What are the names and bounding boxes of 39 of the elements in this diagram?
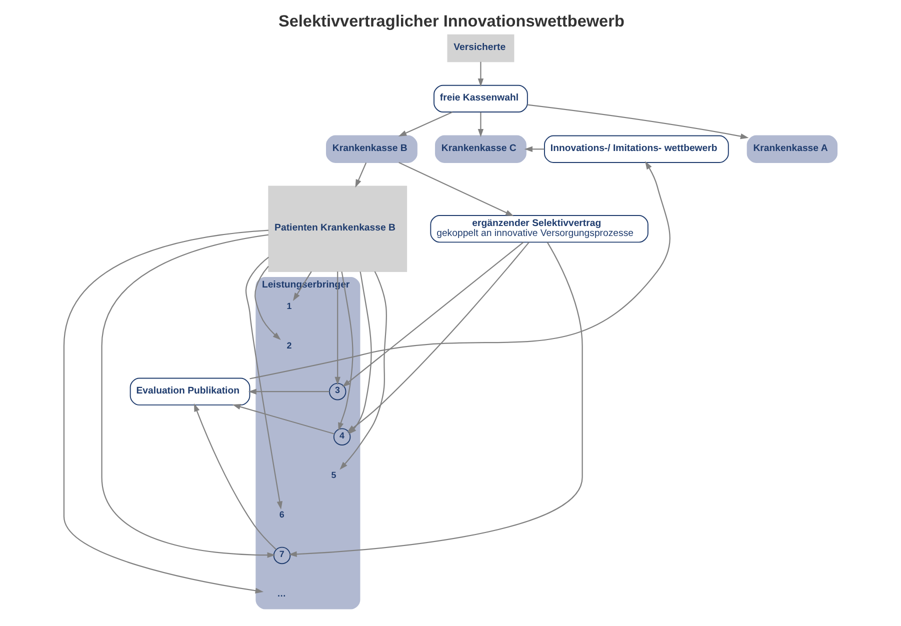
arrow [245, 256, 282, 510]
node-circle: 7 [273, 546, 291, 564]
node-box: ergänzender Selektivvertrag gekoppelt an innovative Versorgungsprozesse [430, 215, 648, 243]
node-box: Patienten Krankenkasse B [268, 186, 408, 272]
arrow [528, 104, 749, 140]
arrow [232, 404, 335, 434]
diagram-title: Selektivvertraglicher Innovationswettbewerb [278, 12, 624, 30]
arrow [355, 162, 367, 188]
node-text: 1 [286, 300, 292, 311]
node-box: Innovations-/ Imitations- wettbewerb [544, 135, 729, 163]
arrow [398, 162, 514, 216]
arrow [478, 112, 484, 138]
arrow [478, 62, 484, 87]
node-text: 6 [279, 509, 284, 520]
node-text: 5 [331, 470, 336, 480]
arrow [250, 161, 670, 380]
node-box: freie Kassenwahl [434, 84, 528, 113]
arrow [398, 112, 453, 136]
node-box: Krankenkasse A [746, 135, 838, 163]
arrow [524, 146, 544, 152]
node-circle: 4 [333, 428, 351, 446]
arrow [63, 230, 269, 594]
node-text: 2 [286, 340, 292, 350]
arrow [334, 272, 340, 386]
arrow [340, 271, 388, 470]
arrow [338, 272, 354, 431]
node-text: … [277, 588, 286, 599]
arrow [342, 242, 524, 388]
arrow [346, 242, 530, 433]
node-box: Evaluation Publikation [130, 378, 250, 406]
node-box: Krankenkasse B [326, 135, 418, 163]
arrow [248, 388, 330, 394]
node-circle: 3 [328, 382, 346, 400]
arrow [254, 266, 281, 340]
arrow [288, 242, 583, 557]
node-box: Krankenkasse C [435, 135, 526, 163]
arrow [101, 234, 276, 558]
node-box: Versicherte [447, 34, 514, 62]
arrow [194, 403, 276, 550]
